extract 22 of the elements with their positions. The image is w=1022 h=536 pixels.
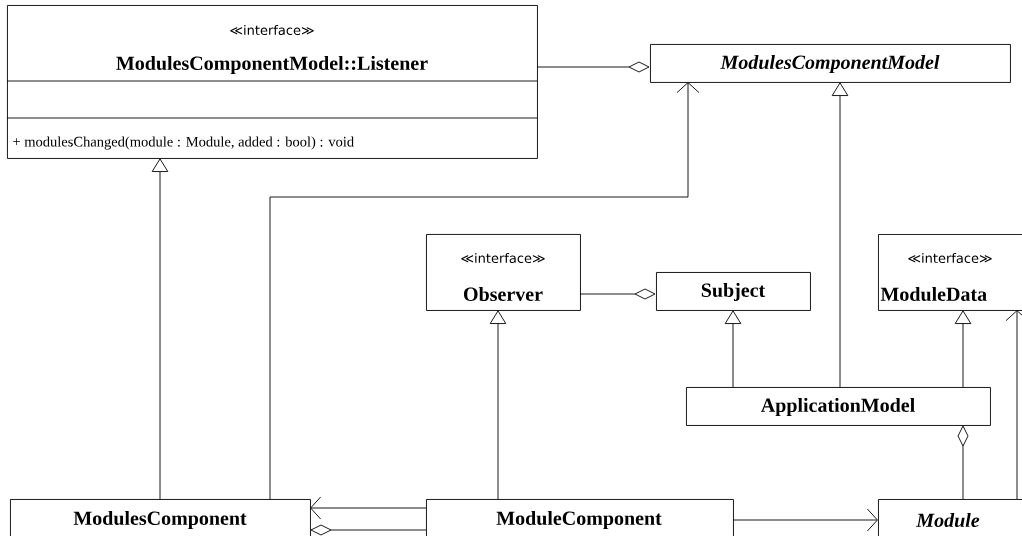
class-box: ModulesComponentModel bbox=[650, 44, 1011, 83]
association-arrow bbox=[732, 508, 878, 532]
aggregation-line bbox=[310, 524, 427, 536]
aggregation-line bbox=[957, 425, 969, 500]
aggregation-line bbox=[536, 61, 650, 73]
generalization-arrow bbox=[489, 310, 507, 500]
generalization-arrow bbox=[831, 82, 849, 388]
association-arrow bbox=[310, 496, 427, 520]
class-box: ≪interface≫ ModuleData bbox=[878, 234, 1022, 311]
class-box: ApplicationModel bbox=[686, 387, 991, 426]
generalization-arrow bbox=[151, 158, 169, 500]
aggregation-line bbox=[579, 288, 656, 300]
class-box: Subject bbox=[656, 272, 811, 311]
generalization-arrow bbox=[954, 310, 972, 388]
association-arrow bbox=[1005, 310, 1022, 500]
class-box: Module bbox=[878, 499, 1022, 536]
association-arrow bbox=[269, 82, 700, 500]
class-box: ModulesComponent bbox=[10, 499, 311, 536]
class-box: ModuleComponent bbox=[426, 499, 734, 536]
class-box: ≪interface≫ Observer bbox=[426, 234, 581, 311]
class-box: ≪interface≫ ModulesComponentModel::Listener + modulesChanged(module : Module, added : bool) : void bbox=[6, 5, 538, 159]
generalization-arrow bbox=[724, 310, 742, 388]
